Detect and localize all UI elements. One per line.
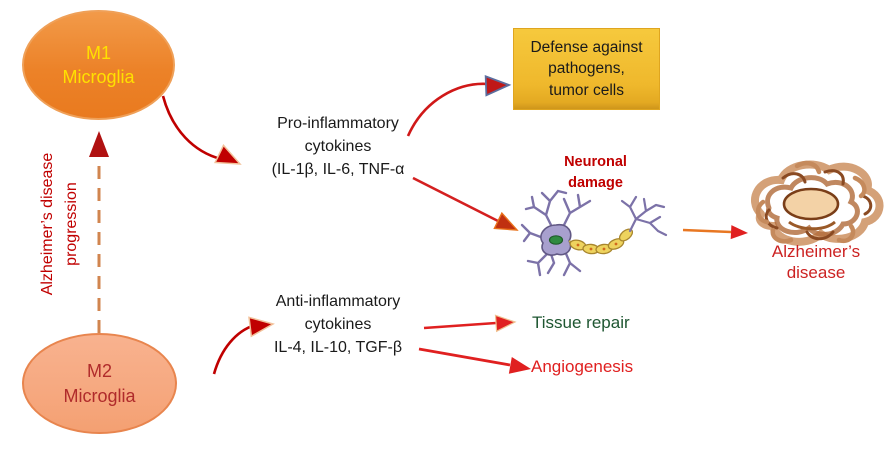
m2-microglia-node: M2 Microglia <box>22 333 177 434</box>
alzheimers-disease-label: Alzheimer’s disease <box>757 241 875 283</box>
m2-label-line1: M2 <box>86 361 112 382</box>
arrow-m1-to-pro-cytokines <box>161 95 242 165</box>
neuronal-damage-label: Neuronal damage <box>548 152 643 194</box>
m1-label-line2: Microglia <box>62 67 135 87</box>
neuronal-line1: Neuronal <box>564 154 627 170</box>
m2-label-line2: Microglia <box>63 385 136 406</box>
tissue-repair-label: Tissue repair <box>532 313 630 332</box>
anti-inflammatory-label: Anti-inflammatory cytokines IL-4, IL-10,… <box>253 290 423 359</box>
defense-line1: Defense against <box>530 38 643 56</box>
neuron-illustration <box>520 189 668 277</box>
angiogenesis-label: Angiogenesis <box>531 357 634 376</box>
anti-line2: cytokines <box>304 316 372 333</box>
arrow-anti-to-angiogenesis <box>418 347 531 374</box>
arrow-pro-to-defense <box>406 74 512 137</box>
alzheimers-progression-label: Alzheimer’s disease progression <box>36 139 96 309</box>
anti-line3: IL-4, IL-10, TGF-β <box>273 339 403 356</box>
progression-line1: Alzheimer’s disease <box>39 152 56 296</box>
pro-line2: cytokines <box>304 138 372 155</box>
arrow-pro-to-neuron <box>412 176 519 231</box>
arrow-anti-to-tissue-repair <box>423 314 517 333</box>
defense-box: Defense against pathogens, tumor cells <box>513 28 660 110</box>
pro-inflammatory-label: Pro-inflammatory cytokines (IL-1β, IL-6,… <box>253 112 423 181</box>
pro-line3: (IL-1β, IL-6, TNF-α <box>271 161 405 178</box>
anti-line1: Anti-inflammatory <box>275 293 401 310</box>
defense-line3: tumor cells <box>549 81 624 99</box>
m1-microglia-node: M1 Microglia <box>22 10 175 120</box>
pro-line1: Pro-inflammatory <box>277 115 399 132</box>
defense-line2: pathogens, <box>548 60 625 78</box>
tangle-illustration <box>751 160 884 246</box>
neuronal-line2: damage <box>568 175 623 191</box>
progression-line2: progression <box>63 182 80 266</box>
m1-label-line1: M1 <box>85 42 111 63</box>
alz-line2: disease <box>786 263 846 282</box>
alz-line1: Alzheimer’s <box>771 242 861 261</box>
